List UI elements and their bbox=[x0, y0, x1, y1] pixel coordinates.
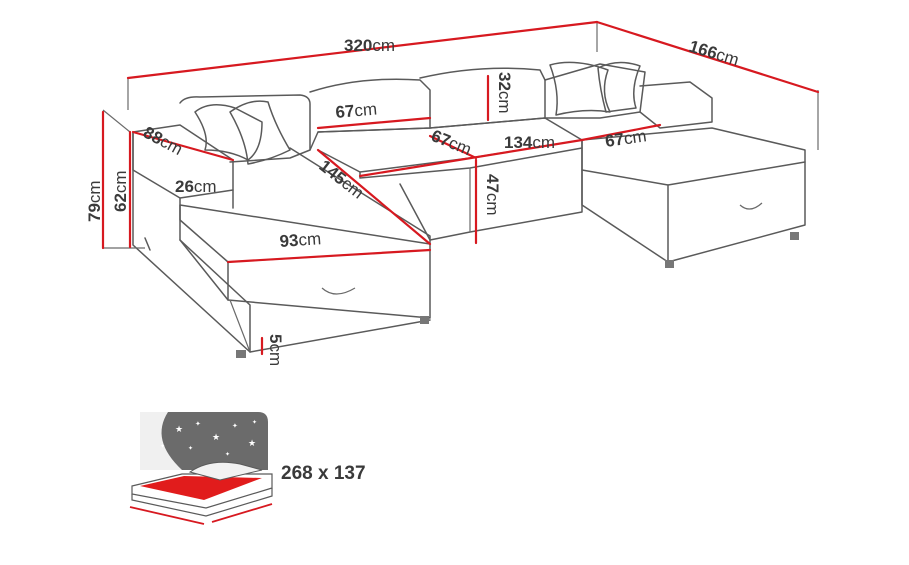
svg-text:★: ★ bbox=[248, 438, 256, 448]
label-right-seat-depth: 67cm bbox=[604, 126, 648, 151]
svg-text:★: ★ bbox=[175, 424, 183, 434]
svg-text:✦: ✦ bbox=[160, 443, 165, 450]
dim-line-134 bbox=[358, 138, 584, 178]
dim-line-67-back bbox=[316, 116, 432, 130]
dim-line-67-center bbox=[428, 134, 478, 160]
label-total-width: 320cm bbox=[344, 36, 395, 55]
dim-line-320 bbox=[126, 20, 599, 80]
label-armrest-width: 26cm bbox=[175, 177, 217, 196]
sleeping-area-label: 268 x 137 bbox=[281, 463, 366, 484]
svg-text:✦: ✦ bbox=[195, 420, 201, 428]
svg-text:✦: ✦ bbox=[188, 445, 193, 452]
label-left-chaise-width: 93cm bbox=[279, 229, 322, 251]
label-seat-height: 47cm bbox=[483, 174, 502, 216]
svg-text:✦: ✦ bbox=[252, 419, 257, 426]
label-back-cushion-width: 67cm bbox=[335, 99, 378, 122]
dim-line-145 bbox=[316, 148, 432, 246]
dim-line-166 bbox=[595, 20, 820, 94]
svg-text:✦: ✦ bbox=[232, 422, 238, 430]
bed-surface-icon bbox=[140, 476, 262, 500]
svg-text:★: ★ bbox=[212, 432, 220, 442]
label-armrest-height: 62cm bbox=[111, 170, 130, 212]
label-backrest-height: 32cm bbox=[495, 72, 514, 114]
stars-icon: ★ ✦ ★ ✦ ★ ✦ ✦ ✦ ✦ bbox=[160, 419, 257, 458]
label-seat-depth-center: 67cm bbox=[429, 126, 475, 159]
dimension-lines bbox=[101, 20, 820, 356]
label-center-width: 134cm bbox=[504, 133, 555, 152]
label-right-depth: 166cm bbox=[687, 37, 741, 70]
dim-line-93 bbox=[226, 248, 432, 264]
label-leg-height: 5cm bbox=[266, 334, 285, 366]
dim-line-67-right bbox=[580, 123, 662, 142]
label-total-height: 79cm bbox=[85, 180, 104, 222]
extension-lines bbox=[102, 22, 819, 249]
sleeping-area-icon: ★ ✦ ★ ✦ ★ ✦ ✦ ✦ ✦ bbox=[129, 412, 273, 525]
sofa-outline bbox=[132, 61, 806, 358]
night-sky-icon bbox=[140, 412, 268, 470]
dim-line-88 bbox=[131, 130, 235, 162]
svg-text:✦: ✦ bbox=[225, 451, 230, 458]
